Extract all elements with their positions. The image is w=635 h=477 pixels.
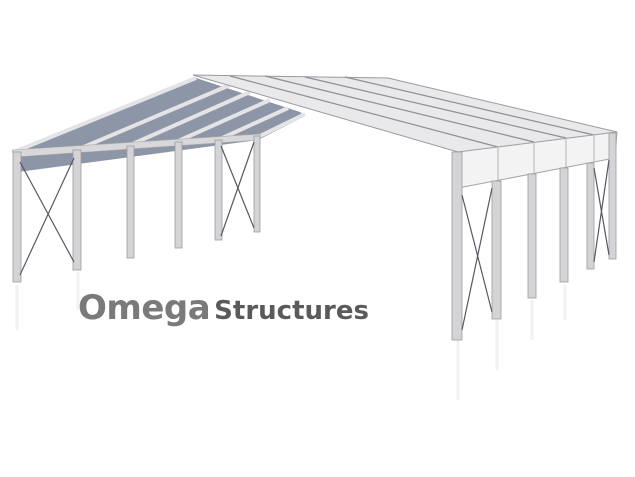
- logo-word-structures: Structures: [214, 296, 369, 326]
- columns: [12, 132, 617, 341]
- cross-braces: [19, 141, 610, 331]
- logo-word-omega: Omega: [78, 288, 211, 328]
- rafters: [13, 76, 306, 154]
